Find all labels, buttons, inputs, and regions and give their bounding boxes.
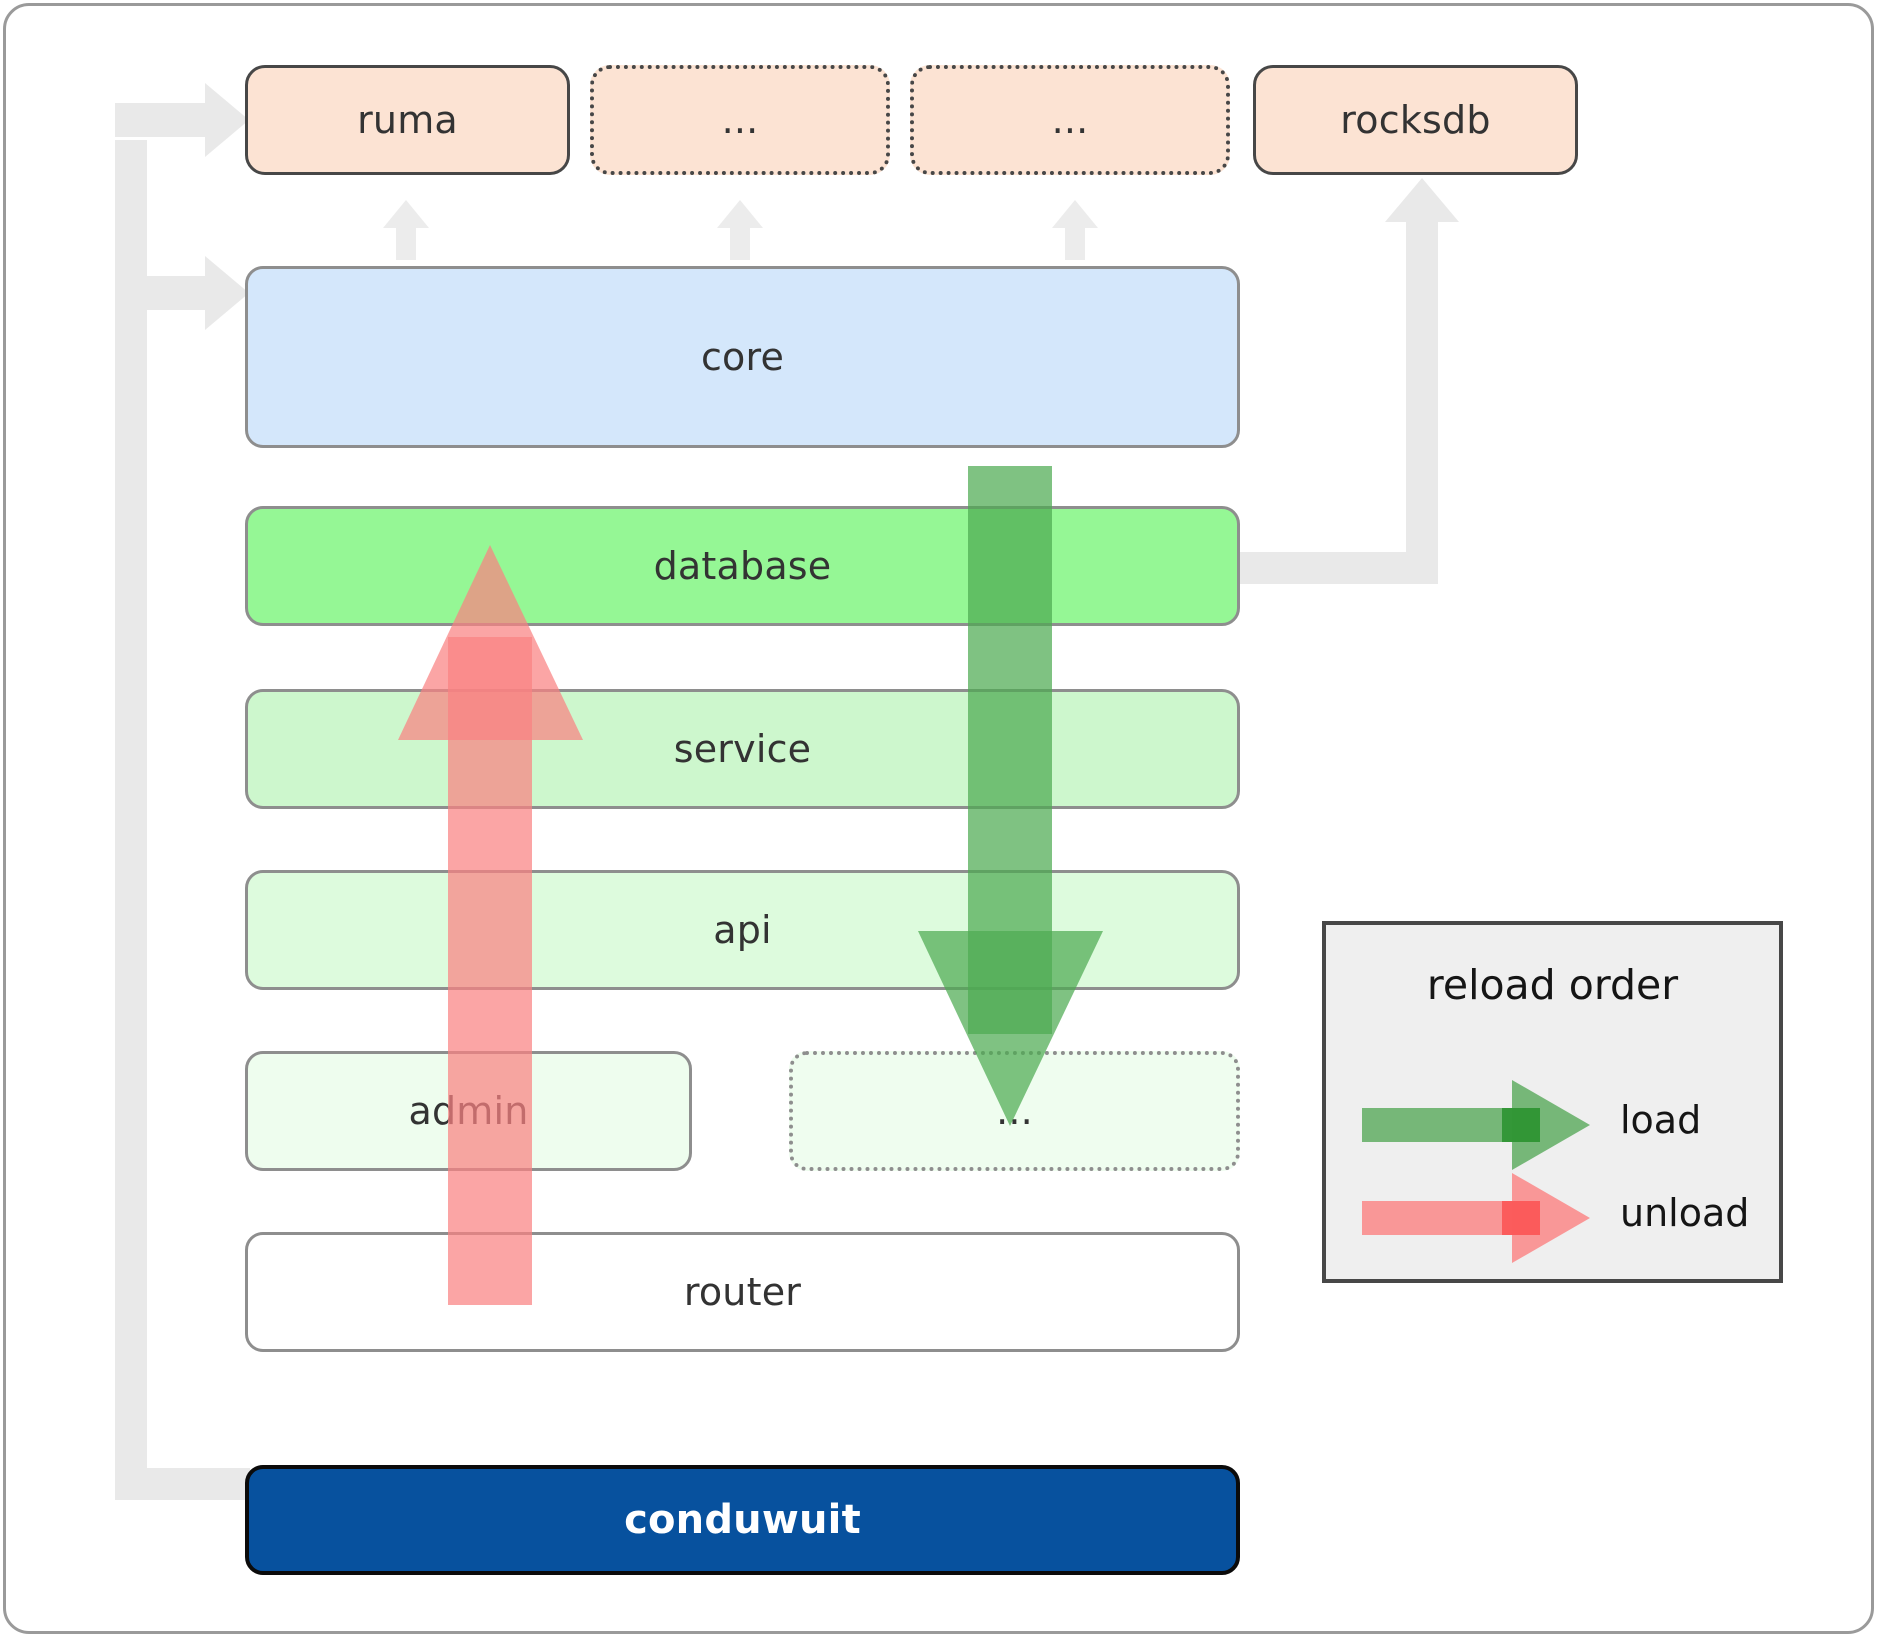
node-api[interactable]: api — [245, 870, 1240, 990]
legend-label-unload: unload — [1620, 1191, 1750, 1235]
node-service-label: service — [673, 727, 812, 771]
node-router-label: router — [683, 1270, 802, 1314]
node-database-label: database — [653, 544, 832, 588]
node-core-label: core — [700, 335, 785, 379]
node-dep-1[interactable]: ... — [590, 65, 890, 175]
node-dep-2[interactable]: ... — [910, 65, 1230, 175]
node-router[interactable]: router — [245, 1232, 1240, 1352]
node-dep-1-label: ... — [721, 98, 759, 142]
connector-core-to-ruma — [383, 200, 429, 260]
node-core[interactable]: core — [245, 266, 1240, 448]
node-admin-label: admin — [408, 1089, 529, 1133]
node-ruma-label: ruma — [357, 98, 458, 142]
node-conduwuit[interactable]: conduwuit — [245, 1465, 1240, 1575]
legend-panel: reload order load unload — [1322, 921, 1783, 1283]
connector-trunk-bottom-horizontal — [115, 1468, 250, 1500]
connector-core-to-dep-2 — [1052, 200, 1098, 260]
load-arrow-icon — [1362, 1080, 1592, 1174]
node-admin[interactable]: admin — [245, 1051, 692, 1171]
node-rocksdb-label: rocksdb — [1340, 98, 1491, 142]
connector-trunk-left-vertical — [115, 140, 147, 1500]
legend-title: reload order — [1426, 961, 1679, 1009]
node-conduwuit-label: conduwuit — [624, 1497, 861, 1543]
legend-label-load: load — [1620, 1098, 1702, 1142]
node-service[interactable]: service — [245, 689, 1240, 809]
connector-rocksdb-arrowhead — [1385, 178, 1459, 222]
connector-branch-ruma-shaft — [115, 103, 213, 137]
unload-arrow-icon — [1362, 1173, 1592, 1267]
node-dep-2-label: ... — [1051, 98, 1089, 142]
connector-database-rocksdb-horizontal — [1240, 552, 1438, 584]
connector-branch-ruma-arrowhead — [205, 83, 249, 157]
connector-branch-core-arrowhead — [205, 256, 249, 330]
node-etc-label: ... — [996, 1089, 1033, 1133]
connector-database-rocksdb-vertical — [1406, 222, 1438, 584]
node-etc[interactable]: ... — [789, 1051, 1240, 1171]
node-database[interactable]: database — [245, 506, 1240, 626]
diagram-border — [3, 3, 1874, 1634]
connector-branch-core-shaft — [115, 276, 213, 310]
node-rocksdb[interactable]: rocksdb — [1253, 65, 1578, 175]
node-api-label: api — [713, 908, 772, 952]
connector-core-to-dep-1 — [717, 200, 763, 260]
node-ruma[interactable]: ruma — [245, 65, 570, 175]
